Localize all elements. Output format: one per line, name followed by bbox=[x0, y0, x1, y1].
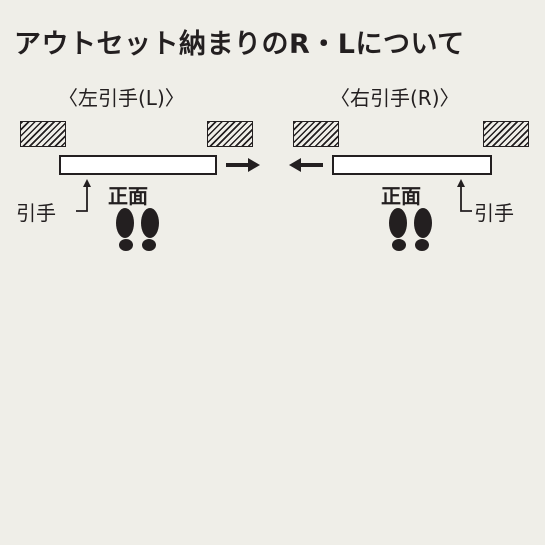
front-label: 正面 bbox=[381, 184, 421, 208]
left-wall-hatch-icon bbox=[20, 121, 66, 147]
handle-label: 引手 bbox=[16, 201, 56, 225]
handle-pointer-icon bbox=[76, 179, 91, 212]
right-wall-hatch-icon bbox=[207, 121, 253, 147]
handle-label: 引手 bbox=[474, 201, 514, 225]
handle-pointer-icon bbox=[457, 179, 472, 212]
left-wall-hatch-icon bbox=[293, 121, 339, 147]
front-label: 正面 bbox=[108, 184, 148, 208]
footprints-icon bbox=[389, 208, 432, 251]
right-wall-hatch-icon bbox=[483, 121, 529, 147]
footprints-icon bbox=[116, 208, 159, 251]
door-panel bbox=[332, 155, 492, 175]
arrow-right-icon bbox=[226, 158, 260, 172]
arrow-left-icon bbox=[289, 158, 323, 172]
left-panel-title: 〈左引手(L)〉 bbox=[58, 86, 185, 110]
page-title: アウトセット納まりのR・Lについて bbox=[14, 29, 465, 60]
door-panel bbox=[59, 155, 217, 175]
right-panel-title: 〈右引手(R)〉 bbox=[330, 86, 460, 110]
